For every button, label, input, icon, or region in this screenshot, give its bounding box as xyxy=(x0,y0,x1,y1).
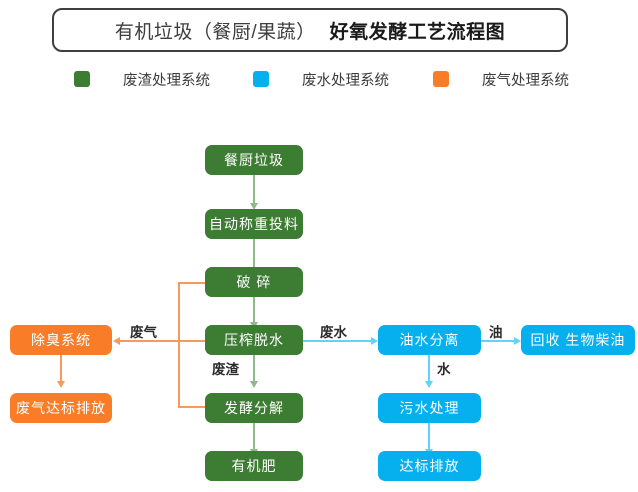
node-exhaust-standard-emission[interactable]: 废气达标排放 xyxy=(10,393,112,423)
connector-crush-exhaust-stub xyxy=(178,282,207,284)
node-press-dewater[interactable]: 压榨脱水 xyxy=(205,325,303,355)
blue-swatch-icon xyxy=(253,71,269,87)
node-label-kitchen-waste: 餐厨垃圾 xyxy=(224,152,284,168)
node-label-standard-discharge: 达标排放 xyxy=(399,458,460,474)
arrowhead-press-to-oilwater xyxy=(371,336,378,345)
node-label-exhaust-standard-emission: 废气达标排放 xyxy=(16,400,106,416)
node-label-sewage-treatment: 污水处理 xyxy=(399,400,460,416)
connector-press-to-ferment xyxy=(253,355,255,384)
node-label-crushing: 破 碎 xyxy=(236,274,272,290)
edge-label-wastewater: 废水 xyxy=(320,325,347,340)
arrowhead-deodorization-to-emission xyxy=(56,381,65,388)
legend: 废渣处理系统 废水处理系统 废气处理系统 xyxy=(0,66,638,92)
connector-press-to-oilwater xyxy=(303,340,371,342)
legend-item-residue: 废渣处理系统 xyxy=(74,66,210,92)
node-deodorization-system[interactable]: 除臭系统 xyxy=(10,325,112,355)
legend-item-wastewater: 废水处理系统 xyxy=(253,66,389,92)
arrowhead-exhaust-to-deodorization xyxy=(113,337,120,345)
node-ferment-decompose[interactable]: 发酵分解 xyxy=(205,393,303,423)
connector-weigh-to-crush xyxy=(253,239,255,270)
connector-kitchen-to-weigh xyxy=(253,175,255,206)
node-oil-water-separation[interactable]: 油水分离 xyxy=(378,325,481,355)
title-bold-part: 好氧发酵工艺流程图 xyxy=(329,21,506,43)
node-organic-fertilizer[interactable]: 有机肥 xyxy=(205,451,303,481)
edge-label-residue: 废渣 xyxy=(212,362,239,377)
node-label-deodorization-system: 除臭系统 xyxy=(31,332,91,348)
green-swatch-icon xyxy=(74,71,90,87)
arrowhead-kitchen-to-weigh xyxy=(249,203,258,210)
node-label-ferment-decompose: 发酵分解 xyxy=(224,400,284,416)
diagram-title: 有机垃圾（餐厨/果蔬） 好氧发酵工艺流程图 xyxy=(52,8,568,52)
connector-ferment-exhaust-stub xyxy=(178,406,207,408)
connector-sewage-to-discharge xyxy=(428,423,430,451)
connector-oilwater-to-recovery xyxy=(481,340,514,342)
connector-ferment-to-fertilizer xyxy=(253,423,255,451)
node-auto-weigh-feed[interactable]: 自动称重投料 xyxy=(205,209,303,239)
edge-label-oil: 油 xyxy=(489,325,503,340)
title-normal-part: 有机垃圾（餐厨/果蔬） xyxy=(114,21,316,43)
connector-exhaust-to-deodorization xyxy=(120,340,178,342)
node-label-organic-fertilizer: 有机肥 xyxy=(231,458,277,474)
connector-exhaust-trunk xyxy=(178,282,180,407)
node-biodiesel-recovery[interactable]: 回收 生物柴油 xyxy=(521,325,635,355)
legend-item-exhaust: 废气处理系统 xyxy=(433,66,569,92)
node-label-biodiesel-recovery: 回收 生物柴油 xyxy=(530,332,626,348)
legend-label-residue: 废渣处理系统 xyxy=(123,72,210,89)
orange-swatch-icon xyxy=(433,71,449,87)
arrowhead-oilwater-to-sewage xyxy=(424,381,433,388)
connector-deodorization-to-emission xyxy=(60,355,62,383)
node-crushing[interactable]: 破 碎 xyxy=(205,267,303,297)
node-standard-discharge[interactable]: 达标排放 xyxy=(378,451,481,481)
edge-label-exhaust: 废气 xyxy=(130,325,157,340)
node-kitchen-waste[interactable]: 餐厨垃圾 xyxy=(205,145,303,175)
node-sewage-treatment[interactable]: 污水处理 xyxy=(378,393,481,423)
node-label-oil-water-separation: 油水分离 xyxy=(399,332,460,348)
edge-label-water: 水 xyxy=(437,362,451,377)
arrowhead-press-to-ferment xyxy=(249,381,258,388)
node-label-press-dewater: 压榨脱水 xyxy=(224,332,284,348)
connector-press-exhaust-stub xyxy=(178,340,207,342)
arrowhead-oilwater-to-recovery xyxy=(514,336,521,345)
node-label-auto-weigh-feed: 自动称重投料 xyxy=(209,216,299,232)
connector-oilwater-to-sewage xyxy=(428,355,430,384)
legend-label-wastewater: 废水处理系统 xyxy=(302,72,389,89)
legend-label-exhaust: 废气处理系统 xyxy=(482,72,569,89)
connector-crush-to-press xyxy=(253,297,255,325)
